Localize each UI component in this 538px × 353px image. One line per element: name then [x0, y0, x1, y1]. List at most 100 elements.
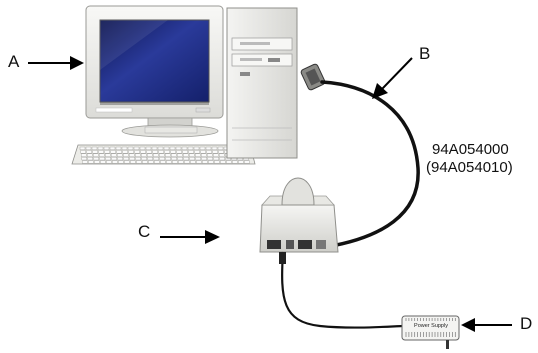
keyboard-key	[92, 153, 99, 157]
keyboard-key	[118, 160, 124, 164]
keyboard-key	[110, 150, 116, 154]
keyboard-key	[166, 160, 172, 164]
serial-cable	[300, 63, 420, 249]
keyboard-key	[163, 146, 170, 150]
keyboard-key	[98, 150, 104, 154]
cable-part-number-alt: (94A054010)	[426, 159, 513, 176]
keyboard-key	[195, 156, 202, 161]
keyboard-key	[164, 153, 171, 157]
keyboard-key	[183, 156, 190, 161]
keyboard-key	[111, 156, 118, 161]
keyboard-key	[176, 153, 183, 157]
callout-b: B	[419, 44, 431, 63]
power-cord	[279, 251, 403, 329]
keyboard-key	[100, 160, 106, 164]
keyboard-key	[151, 146, 158, 150]
keyboard-key	[140, 153, 147, 157]
keyboard-key	[202, 160, 208, 164]
keyboard-key	[97, 146, 104, 150]
keyboard-key	[194, 150, 200, 154]
keyboard-key	[99, 156, 106, 161]
keyboard-key	[153, 156, 160, 161]
charging-cradle	[259, 177, 339, 253]
keyboard-key	[194, 153, 201, 157]
keyboard-key	[226, 160, 232, 164]
keyboard-key	[160, 160, 166, 164]
keyboard-key	[159, 156, 166, 161]
keyboard-key	[158, 153, 165, 157]
keyboard-key	[127, 146, 134, 150]
keyboard-key	[158, 150, 164, 154]
keyboard-key	[200, 153, 207, 157]
keyboard-key	[219, 156, 226, 161]
keyboard-key	[199, 146, 206, 150]
keyboard-key	[135, 156, 142, 161]
arrow-down-left-icon	[372, 57, 413, 99]
keyboard-key	[87, 156, 94, 161]
keyboard-key	[106, 160, 112, 164]
keyboard-key	[86, 150, 92, 154]
keyboard-key	[207, 156, 214, 161]
keyboard-key	[105, 156, 112, 161]
computer-tower	[226, 7, 298, 159]
keyboard-key	[103, 146, 110, 150]
keyboard-key	[139, 146, 146, 150]
keyboard-key	[182, 150, 188, 154]
keyboard-key	[148, 160, 154, 164]
keyboard-key	[176, 150, 182, 154]
keyboard-key	[211, 146, 218, 150]
keyboard-key	[92, 150, 98, 154]
cable-part-number: 94A054000	[432, 141, 509, 158]
keyboard-key	[172, 160, 178, 164]
keyboard-key	[94, 160, 100, 164]
keyboard-key	[208, 160, 214, 164]
keyboard-key	[80, 153, 87, 157]
keyboard-key	[81, 156, 88, 161]
keyboard-key	[206, 150, 212, 154]
keyboard-key	[134, 153, 141, 157]
keyboard-key	[181, 146, 188, 150]
keyboard-key	[145, 146, 152, 150]
keyboard-key	[182, 153, 189, 157]
arrow-left-icon	[461, 318, 512, 332]
keyboard-key	[146, 153, 153, 157]
keyboard-key	[184, 160, 190, 164]
keyboard-key	[232, 160, 238, 164]
keyboard-key	[178, 160, 184, 164]
keyboard-key	[177, 156, 184, 161]
keyboard-key	[175, 146, 182, 150]
keyboard-key	[79, 146, 86, 150]
keyboard-key	[104, 153, 111, 157]
keyboard-key	[244, 160, 250, 164]
keyboard-key	[86, 153, 93, 157]
keyboard-key	[109, 146, 116, 150]
keyboard-key	[88, 160, 94, 164]
keyboard-key	[152, 150, 158, 154]
keyboard-key	[187, 146, 194, 150]
keyboard-key	[193, 146, 200, 150]
keyboard-key	[188, 150, 194, 154]
keyboard-key	[170, 150, 176, 154]
keyboard-key	[136, 160, 142, 164]
keyboard-key	[91, 146, 98, 150]
keyboard-key	[122, 150, 128, 154]
keyboard-key	[147, 156, 154, 161]
keyboard-key	[142, 160, 148, 164]
keyboard-key	[130, 160, 136, 164]
keyboard-key	[123, 156, 130, 161]
keyboard-key	[98, 153, 105, 157]
keyboard-key	[104, 150, 110, 154]
keyboard-key	[85, 146, 92, 150]
keyboard-key	[116, 153, 123, 157]
keyboard-key	[171, 156, 178, 161]
callout-d: D	[520, 314, 533, 333]
keyboard-key	[212, 150, 218, 154]
keyboard	[71, 144, 256, 165]
keyboard-key	[200, 150, 206, 154]
keyboard-key	[117, 156, 124, 161]
keyboard-key	[133, 146, 140, 150]
keyboard-key	[220, 160, 226, 164]
keyboard-key	[218, 153, 225, 157]
keyboard-key	[201, 156, 208, 161]
